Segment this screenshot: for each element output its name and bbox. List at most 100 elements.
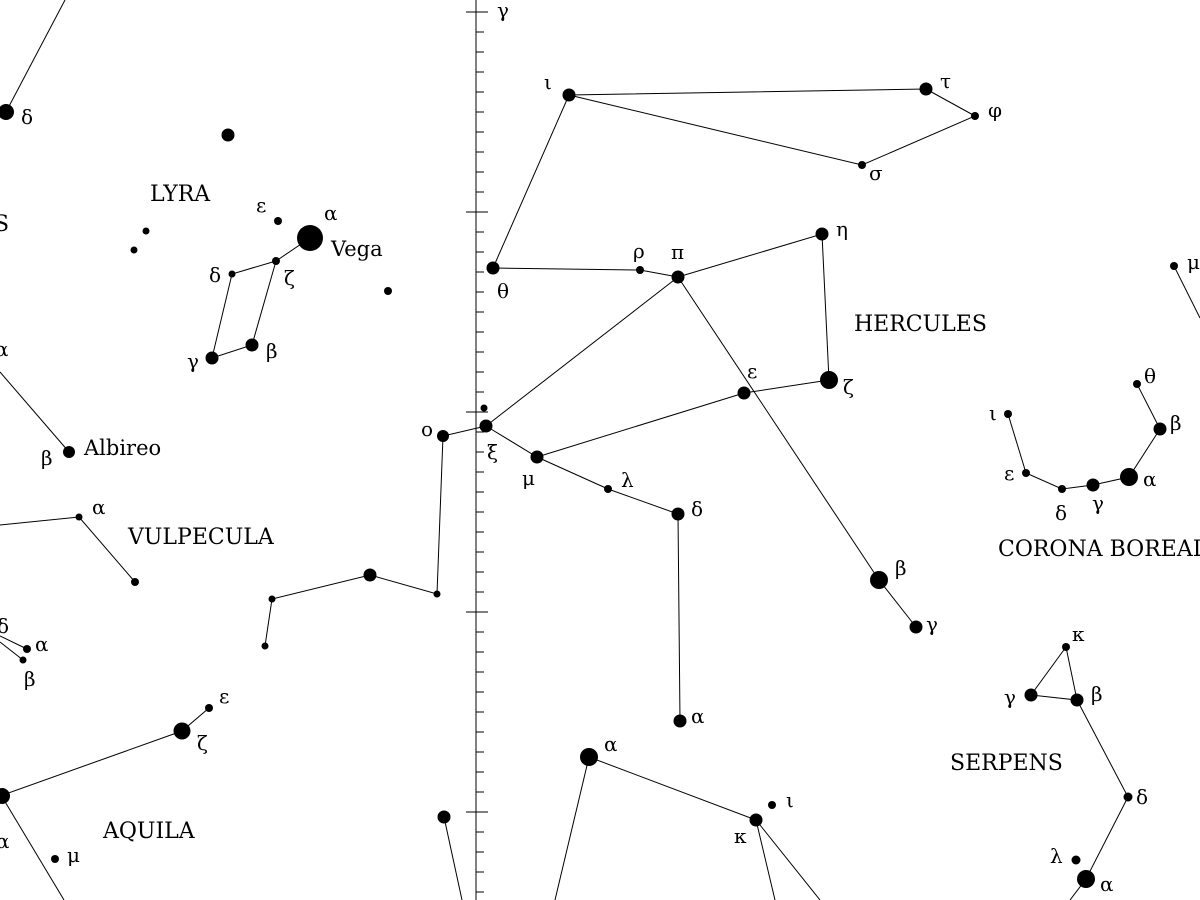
star-names: Vega Albireo	[83, 237, 383, 460]
label-ophiuchus-kappa: κ	[734, 824, 747, 848]
star-hercules-rho[interactable]	[636, 266, 644, 274]
star-lyra-beta[interactable]	[245, 338, 259, 352]
star-field[interactable]	[480, 404, 488, 412]
label-cb-alpha: α	[1143, 467, 1157, 491]
star-field[interactable]	[142, 227, 150, 235]
label-serpens-lambda: λ	[1050, 844, 1063, 868]
label-hercules-rho: ρ	[633, 239, 645, 263]
star-hercules-gamma[interactable]	[909, 620, 923, 634]
star-lyra-epsilon[interactable]	[274, 217, 282, 225]
star-hercules-zeta[interactable]	[820, 371, 838, 389]
star-vulpecula-alpha[interactable]	[75, 513, 83, 521]
label-hercules-zeta: ζ	[843, 375, 854, 399]
star-hercules-alpha[interactable]	[673, 714, 687, 728]
line-hercules	[264, 425, 487, 647]
star-cygnus-beta[interactable]	[63, 446, 75, 458]
star-cb-delta[interactable]	[1058, 485, 1066, 493]
label-cb-gamma: γ	[1092, 491, 1104, 515]
line-hercules	[485, 276, 679, 427]
label-serpens-kappa: κ	[1072, 622, 1085, 646]
star-serpens-delta[interactable]	[1123, 792, 1133, 802]
star-field[interactable]	[261, 642, 269, 650]
label-cb-epsilon: ε	[1004, 461, 1014, 485]
star-serpens-alpha[interactable]	[1077, 870, 1095, 888]
star-cb-epsilon[interactable]	[1022, 469, 1030, 477]
line-hercules	[485, 425, 681, 722]
label-cb-beta: β	[1170, 411, 1182, 435]
star-field[interactable]	[384, 287, 392, 295]
star-hercules-pi[interactable]	[671, 270, 685, 284]
star-ophiuchus-alpha[interactable]	[580, 748, 598, 766]
meridian-axis	[466, 0, 488, 900]
label-hercules-tau: τ	[940, 69, 951, 93]
label-aquila-epsilon: ε	[219, 684, 229, 708]
label-hercules-xi: ξ	[487, 440, 498, 464]
star-serpens-lambda[interactable]	[1071, 855, 1081, 865]
label-cb-theta: θ	[1144, 364, 1156, 388]
star-field[interactable]	[221, 128, 235, 142]
line-vulpecula	[0, 516, 136, 583]
star-field[interactable]	[437, 810, 451, 824]
star-lyra-zeta[interactable]	[272, 257, 280, 265]
star-hercules-sigma[interactable]	[858, 161, 866, 169]
line-cygnus	[0, 371, 70, 453]
label-lyra-zeta: ζ	[284, 266, 295, 290]
star-lyra-gamma[interactable]	[205, 351, 219, 365]
star-cb-iota[interactable]	[1004, 410, 1012, 418]
label-hercules-omicron: ο	[421, 417, 433, 441]
star-hercules-phi[interactable]	[971, 112, 979, 120]
star-field[interactable]	[268, 595, 276, 603]
star-sagitta-alpha[interactable]	[23, 645, 31, 653]
star-cb-theta[interactable]	[1133, 380, 1141, 388]
star-hercules-theta[interactable]	[486, 261, 500, 275]
star-field[interactable]	[131, 578, 139, 586]
label-hercules-pi: π	[671, 240, 684, 264]
star-ophiuchus-iota[interactable]	[768, 801, 776, 809]
line-hercules	[568, 88, 977, 166]
star-field[interactable]	[363, 568, 377, 582]
label-bootes-mu: μ	[1187, 250, 1200, 274]
star-aquila-mu[interactable]	[51, 855, 59, 863]
star-cb-beta[interactable]	[1153, 422, 1167, 436]
star-sagitta-beta[interactable]	[19, 656, 27, 664]
star-hercules-omicron[interactable]	[437, 430, 449, 442]
star-name-vega: Vega	[330, 237, 383, 261]
star-aquila-epsilon[interactable]	[205, 704, 213, 712]
label-hercules-sigma: σ	[869, 161, 883, 185]
star-hercules-iota[interactable]	[562, 88, 576, 102]
star-field[interactable]	[130, 246, 138, 254]
star-aquila-alpha[interactable]	[0, 788, 10, 804]
star-hercules-beta[interactable]	[870, 571, 888, 589]
label-lyra-epsilon: ε	[256, 193, 266, 217]
label-hercules-eta: η	[836, 217, 848, 241]
star-serpens-beta[interactable]	[1070, 693, 1084, 707]
star-hercules-epsilon[interactable]	[737, 386, 751, 400]
star-cb-gamma[interactable]	[1086, 478, 1100, 492]
star-hercules-mu[interactable]	[530, 450, 544, 464]
star-name-albireo: Albireo	[83, 436, 161, 460]
star-hercules-tau[interactable]	[919, 82, 933, 96]
label-hercules-lambda: λ	[621, 468, 634, 492]
star-hercules-lambda[interactable]	[604, 485, 612, 493]
star-cb-alpha[interactable]	[1120, 468, 1138, 486]
star-serpens-gamma[interactable]	[1024, 688, 1038, 702]
star-field[interactable]	[433, 590, 441, 598]
label-serpens-beta: β	[1091, 682, 1103, 706]
constellation-label-cygnus: S	[0, 212, 9, 237]
star-hercules-delta[interactable]	[671, 507, 685, 521]
star-ophiuchus-kappa[interactable]	[749, 813, 763, 827]
label-cygnus-beta: β	[41, 446, 53, 470]
star-bootes-mu[interactable]	[1170, 262, 1178, 270]
star-cygnus-delta[interactable]	[0, 104, 14, 120]
label-cygnus-alpha: α	[0, 337, 9, 361]
label-ophiuchus-iota: ι	[786, 788, 794, 812]
star-hercules-xi[interactable]	[479, 419, 493, 433]
line-ophiuchus	[554, 756, 776, 900]
star-serpens-kappa[interactable]	[1062, 643, 1070, 651]
star-lyra-delta[interactable]	[228, 270, 236, 278]
star-hercules-eta[interactable]	[815, 227, 829, 241]
star-vega[interactable]	[297, 225, 323, 251]
star-aquila-zeta[interactable]	[173, 722, 191, 740]
